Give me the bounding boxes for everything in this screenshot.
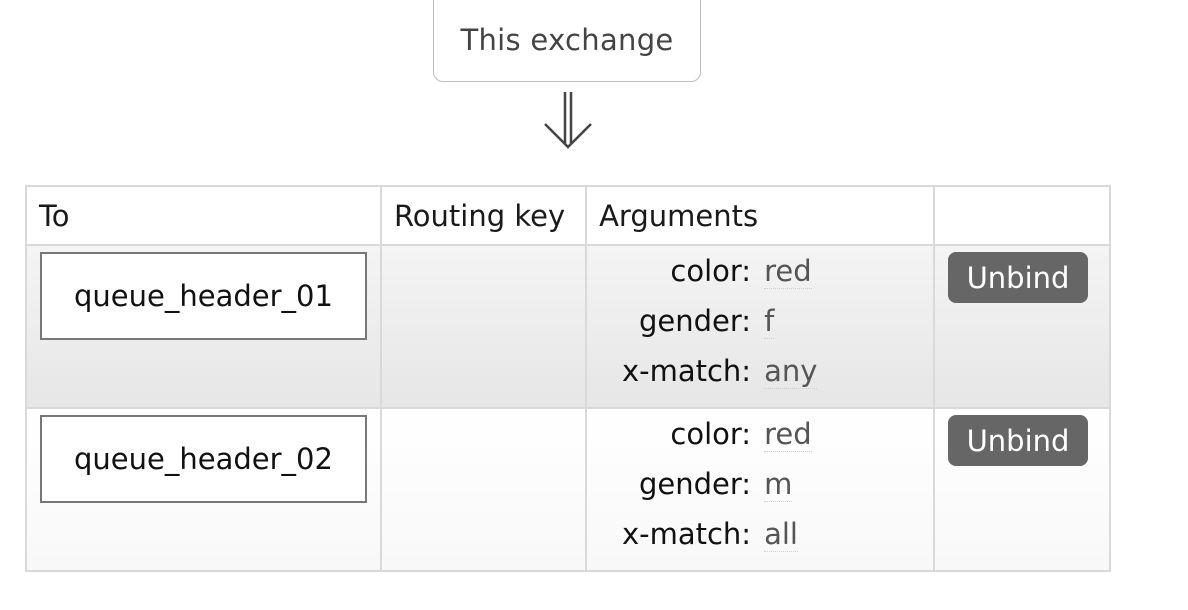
cell-arguments: color: red gender: f x-match: any bbox=[585, 244, 935, 409]
argument-key: x-match: bbox=[621, 354, 752, 388]
argument-item: x-match: all bbox=[587, 517, 933, 567]
argument-item: color: red bbox=[587, 417, 933, 467]
cell-routing-key bbox=[379, 407, 588, 572]
header-routing-key: Routing key bbox=[379, 185, 588, 246]
bindings-table: To Routing key Arguments queue_header_01… bbox=[25, 185, 1111, 572]
argument-value: all bbox=[764, 517, 798, 553]
argument-item: x-match: any bbox=[587, 354, 933, 404]
cell-routing-key bbox=[379, 244, 588, 409]
argument-item: color: red bbox=[587, 254, 933, 304]
argument-value: red bbox=[764, 254, 812, 290]
table-header-row: To Routing key Arguments bbox=[25, 185, 1111, 246]
argument-key: color: bbox=[670, 417, 752, 451]
table-row: queue_header_01 color: red gender: f bbox=[25, 244, 1111, 409]
argument-key: color: bbox=[670, 254, 752, 288]
cell-to: queue_header_01 bbox=[25, 244, 382, 409]
this-exchange-box: This exchange bbox=[433, 0, 701, 82]
argument-item: gender: m bbox=[587, 467, 933, 517]
argument-value: f bbox=[764, 304, 775, 340]
argument-key: x-match: bbox=[621, 517, 752, 551]
header-actions bbox=[933, 185, 1111, 246]
this-exchange-label: This exchange bbox=[460, 23, 674, 57]
argument-value: m bbox=[764, 467, 793, 503]
cell-arguments: color: red gender: m x-match: all bbox=[585, 407, 935, 572]
queue-link[interactable]: queue_header_02 bbox=[40, 415, 367, 503]
arguments-list: color: red gender: f x-match: any bbox=[587, 246, 933, 404]
unbind-button[interactable]: Unbind bbox=[948, 415, 1088, 466]
argument-key: gender: bbox=[639, 467, 752, 501]
queue-link[interactable]: queue_header_01 bbox=[40, 252, 367, 340]
cell-to: queue_header_02 bbox=[25, 407, 382, 572]
unbind-button[interactable]: Unbind bbox=[948, 252, 1088, 303]
argument-key: gender: bbox=[639, 304, 752, 338]
argument-value: any bbox=[764, 354, 818, 390]
cell-actions: Unbind bbox=[933, 244, 1111, 409]
table-row: queue_header_02 color: red gender: m bbox=[25, 407, 1111, 572]
argument-value: red bbox=[764, 417, 812, 453]
arguments-list: color: red gender: m x-match: all bbox=[587, 409, 933, 567]
cell-actions: Unbind bbox=[933, 407, 1111, 572]
header-arguments: Arguments bbox=[585, 185, 935, 246]
argument-item: gender: f bbox=[587, 304, 933, 354]
double-down-arrow-icon bbox=[544, 92, 592, 149]
header-to: To bbox=[25, 185, 382, 246]
